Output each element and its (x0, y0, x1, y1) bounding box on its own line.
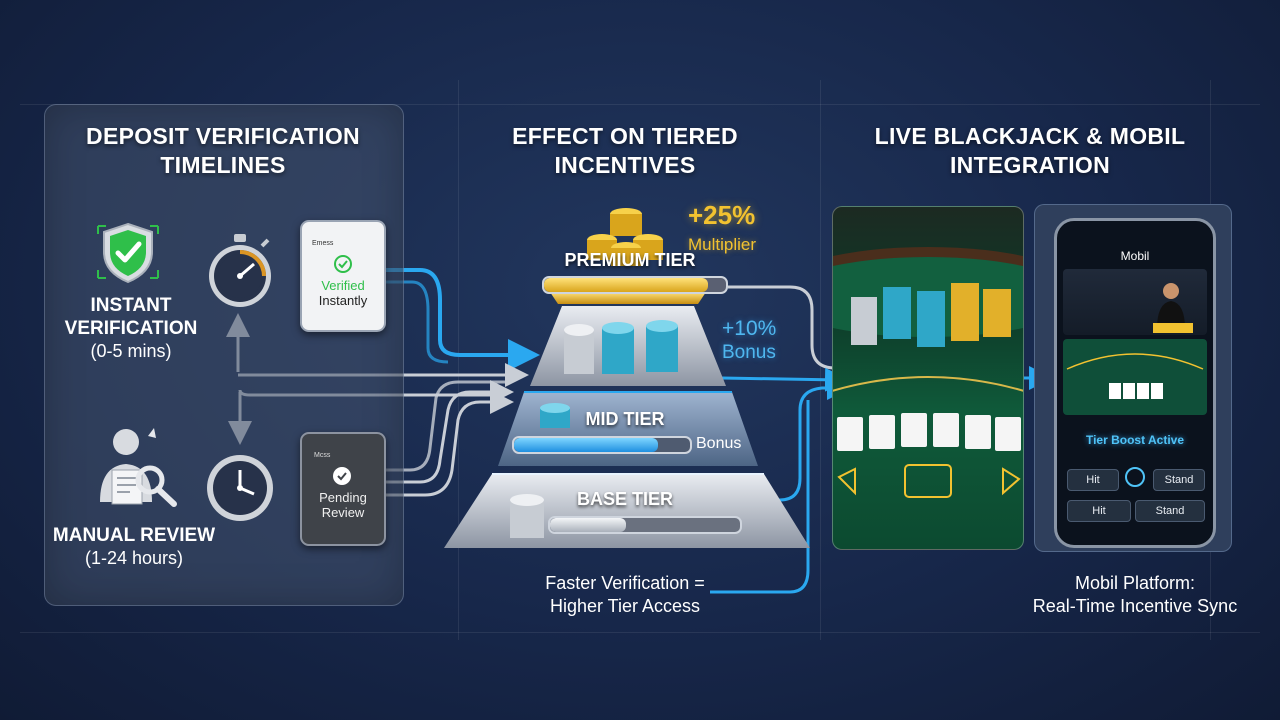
dealer-icon (1153, 283, 1193, 333)
clock-icon (207, 455, 273, 521)
mid-tier-label: MID TIER (585, 409, 665, 429)
tiers-caption: Faster Verification = Higher Tier Access (545, 573, 705, 616)
premium-progress-fill (544, 278, 708, 292)
live-caption: Mobil Platform: Real-Time Incentive Sync (1032, 573, 1238, 616)
base-progress-fill (550, 518, 626, 532)
mid-bonus: +10% (722, 317, 777, 340)
mobile-app-title: Mobil (1120, 249, 1150, 263)
mid-chip-stack (540, 403, 570, 428)
premium-bonus: +25% (688, 200, 756, 230)
grid-line (20, 632, 1260, 633)
tiers-title: EFFECT ON TIERED INCENTIVES (512, 123, 738, 178)
live-title: LIVE BLACKJACK & MOBIL INTEGRATION (874, 123, 1186, 178)
premium-progress-bar (542, 276, 728, 294)
phone-header: Mcss (314, 452, 331, 459)
base-chip-stack (510, 494, 544, 538)
shield-check-icon (97, 222, 159, 284)
blackjack-table-photo (832, 206, 1024, 550)
manual-review-icon (100, 428, 177, 507)
deposit-title: DEPOSIT VERIFICATION TIMELINES (86, 123, 360, 178)
phone-header: Emess (312, 240, 334, 247)
boost-icon (1125, 467, 1145, 487)
blackjack-table-art (833, 247, 1023, 498)
instantly-text: Instantly (318, 293, 368, 308)
check-circle-icon (334, 255, 352, 273)
stopwatch-icon (209, 234, 271, 307)
pending-phone: Mcss Pending Review (300, 432, 386, 546)
gold-chip-stack (587, 208, 663, 266)
dealer-video (1063, 269, 1207, 335)
hit-button[interactable]: Hit (1067, 469, 1119, 491)
pending-text: Pending (319, 490, 367, 505)
review-text: Review (321, 505, 365, 520)
mid-progress-bar (512, 436, 692, 454)
mobile-table-art (1066, 353, 1204, 399)
instant-verification-label: INSTANT VERIFICATION (0-5 mins) (64, 295, 198, 361)
mid-bonus-sub: Bonus (722, 342, 776, 363)
stand-button[interactable]: Stand (1153, 469, 1205, 491)
mid-bar-text: Bonus (696, 435, 742, 452)
manual-review-label: MANUAL REVIEW (1-24 hours) (52, 525, 216, 568)
grid-line (458, 80, 459, 640)
verified-text: Verified (321, 278, 365, 293)
tier-boost-label: Tier Boost Active (1085, 433, 1185, 447)
mobile-table (1063, 339, 1207, 415)
premium-tier-label: PREMIUM TIER (564, 250, 696, 270)
hit-button[interactable]: Hit (1067, 500, 1131, 522)
verified-phone: Emess Verified Instantly (300, 220, 386, 332)
check-circle-icon (333, 467, 351, 485)
stand-button[interactable]: Stand (1135, 500, 1205, 522)
mobile-phone: Mobil Tier Boost Active Hit Stand Hit St… (1054, 218, 1216, 548)
grid-line (20, 104, 1260, 105)
mid-progress-fill (514, 438, 659, 452)
chip-stack (564, 320, 678, 374)
grid-line (820, 80, 821, 640)
base-tier-label: BASE TIER (576, 489, 673, 509)
base-progress-bar (548, 516, 742, 534)
premium-bonus-sub: Multiplier (688, 235, 757, 254)
